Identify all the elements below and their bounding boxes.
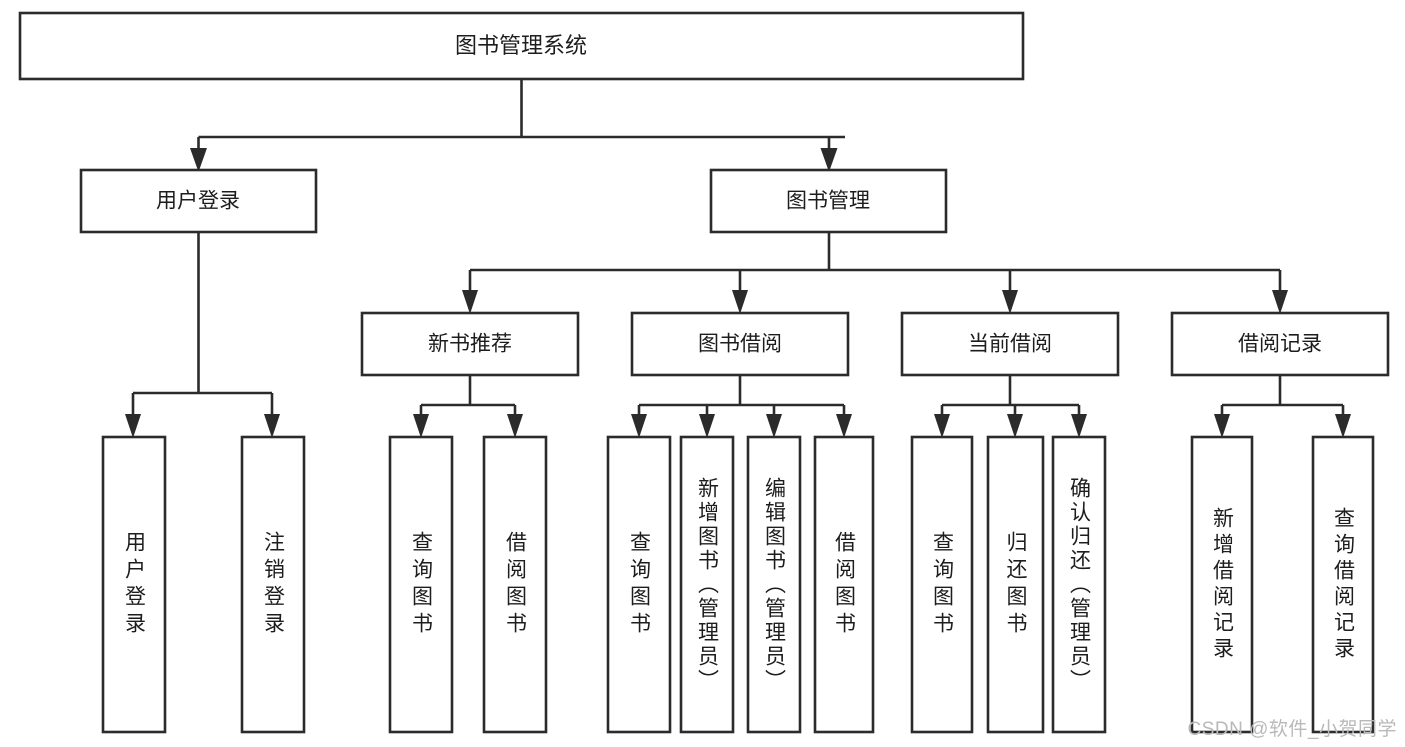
node-borrow-record-label: 借阅记录 [1238,333,1322,356]
arrowhead-current-borrow [1002,290,1018,314]
node-borrow-record[interactable]: 借阅记录 [1170,311,1390,377]
arrowhead-leaf-query-book-1 [413,414,429,438]
leaf-box-return-book[interactable] [986,435,1045,734]
arrowhead-leaf-borrow-book-2 [836,414,852,438]
arrowhead-leaf-confirm-return [1071,414,1087,438]
leaf-box-confirm-return[interactable] [1051,435,1107,734]
arrowhead-leaf-edit-book [766,414,782,438]
leaf-box-query-book-2[interactable] [606,435,672,734]
node-book-manage-box[interactable] [709,168,948,234]
node-current-borrow[interactable]: 当前借阅 [900,311,1120,377]
arrowhead-book-borrow [732,290,748,314]
leaf-box-query-book-3[interactable] [910,435,974,734]
leaf-box-user-logout[interactable] [240,435,306,734]
arrowhead-leaf-user-logout [264,414,280,438]
leaf-box-user-login[interactable] [101,435,167,734]
arrowhead-new-book-rec [462,290,478,314]
arrowhead-book-manage [820,148,838,172]
leaf-box-add-record[interactable] [1190,435,1254,734]
node-user-login-label: 用户登录 [156,190,240,213]
arrowhead-borrow-record [1272,290,1288,314]
node-new-book-rec-box[interactable] [360,311,580,377]
leaf-box-query-book-1[interactable] [388,435,454,734]
node-book-manage[interactable]: 图书管理 [709,168,948,234]
arrowhead-leaf-query-book-3 [934,414,950,438]
node-new-book-rec-label: 新书推荐 [428,333,512,356]
arrowhead-leaf-query-book-2 [631,414,647,438]
arrowhead-leaf-add-book [699,414,715,438]
node-root-label: 图书管理系统 [455,33,587,58]
leaf-box-borrow-book-1[interactable] [482,435,548,734]
node-root[interactable]: 图书管理系统 [18,11,1025,81]
node-user-login[interactable]: 用户登录 [79,168,318,234]
node-new-book-rec[interactable]: 新书推荐 [360,311,580,377]
arrowhead-leaf-add-record [1214,414,1230,438]
node-book-borrow-box[interactable] [630,311,850,377]
leaf-box-add-book[interactable] [679,435,735,734]
leaf-box-edit-book[interactable] [746,435,802,734]
arrowhead-leaf-query-record [1335,414,1351,438]
node-root-box[interactable] [18,11,1025,81]
leaf-box-borrow-book-2[interactable] [813,435,875,734]
arrowhead-leaf-return-book [1007,414,1023,438]
leaf-boxes-layer [101,435,1375,734]
node-book-borrow[interactable]: 图书借阅 [630,311,850,377]
node-current-borrow-box[interactable] [900,311,1120,377]
arrowhead-user-login [190,148,207,172]
node-user-login-box[interactable] [79,168,318,234]
arrowhead-leaf-user-login [125,414,141,438]
node-current-borrow-label: 当前借阅 [968,333,1052,356]
node-borrow-record-box[interactable] [1170,311,1390,377]
leaf-box-query-record[interactable] [1311,435,1375,734]
arrowhead-leaf-borrow-book-1 [507,414,523,438]
node-book-borrow-label: 图书借阅 [698,333,782,356]
node-book-manage-label: 图书管理 [786,190,870,213]
csdn-watermark: CSDN @软件_小贺同学 [1187,719,1397,740]
connectors-layer [125,79,1351,438]
